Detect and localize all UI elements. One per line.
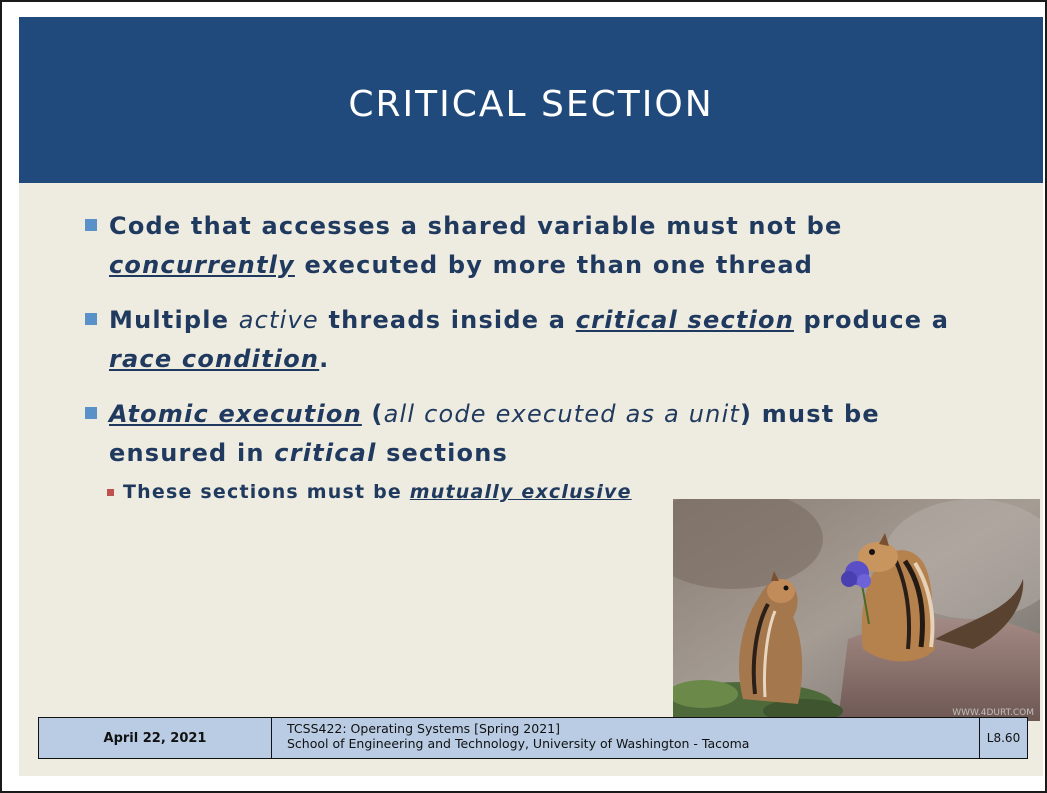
bullet-text: ( (361, 400, 384, 428)
title-bar: CRITICAL SECTION (19, 17, 1043, 183)
bullet-emphasis: concurrently (109, 251, 295, 279)
bullet-text: executed by more than one thread (294, 251, 814, 279)
bullet-text: ) must be ensured in (109, 400, 880, 467)
bullet-emphasis: critical (274, 439, 377, 467)
bullet-text: produce a (794, 306, 950, 334)
bullet-emphasis: race condition (109, 345, 320, 373)
bullet-emphasis: critical section (575, 306, 794, 334)
bullet-list: Code that accesses a shared variable mus… (85, 207, 1005, 505)
bullet-item: Atomic execution (all code executed as a… (85, 395, 1005, 473)
footer-course-line1: TCSS422: Operating Systems [Spring 2021] (287, 721, 560, 736)
slide: CRITICAL SECTION Code that accesses a sh… (19, 17, 1043, 776)
bullet-text: Code that accesses a shared variable mus… (109, 212, 843, 240)
bullet-text: . (319, 345, 330, 373)
sub-bullet-item: These sections must be mutually exclusiv… (85, 479, 1005, 505)
footer-page-number: L8.60 (986, 731, 1021, 745)
chipmunks-photo: WWW.4DURT.COM (673, 499, 1040, 721)
bullet-item: Code that accesses a shared variable mus… (85, 207, 1005, 285)
footer-course-line2: School of Engineering and Technology, Un… (287, 736, 750, 751)
footer-date: April 22, 2021 (39, 718, 272, 758)
sub-bullet-emphasis: mutually exclusive (409, 481, 632, 503)
footer-course: TCSS422: Operating Systems [Spring 2021]… (272, 718, 980, 758)
bullet-text: sections (376, 439, 509, 467)
slide-footer: April 22, 2021 TCSS422: Operating System… (38, 717, 1028, 759)
bullet-emphasis: all code executed as a unit (383, 400, 741, 428)
bullet-item: Multiple active threads inside a critica… (85, 301, 1005, 379)
image-watermark: WWW.4DURT.COM (952, 708, 1034, 718)
sub-bullet-text: These sections must be (123, 481, 410, 503)
bullet-text: threads inside a (318, 306, 576, 334)
slide-title: CRITICAL SECTION (348, 83, 714, 125)
bullet-emphasis: Atomic execution (109, 400, 362, 428)
bullet-text: Multiple (109, 306, 239, 334)
chipmunks-illustration (673, 499, 1040, 721)
bullet-emphasis: active (238, 306, 319, 334)
